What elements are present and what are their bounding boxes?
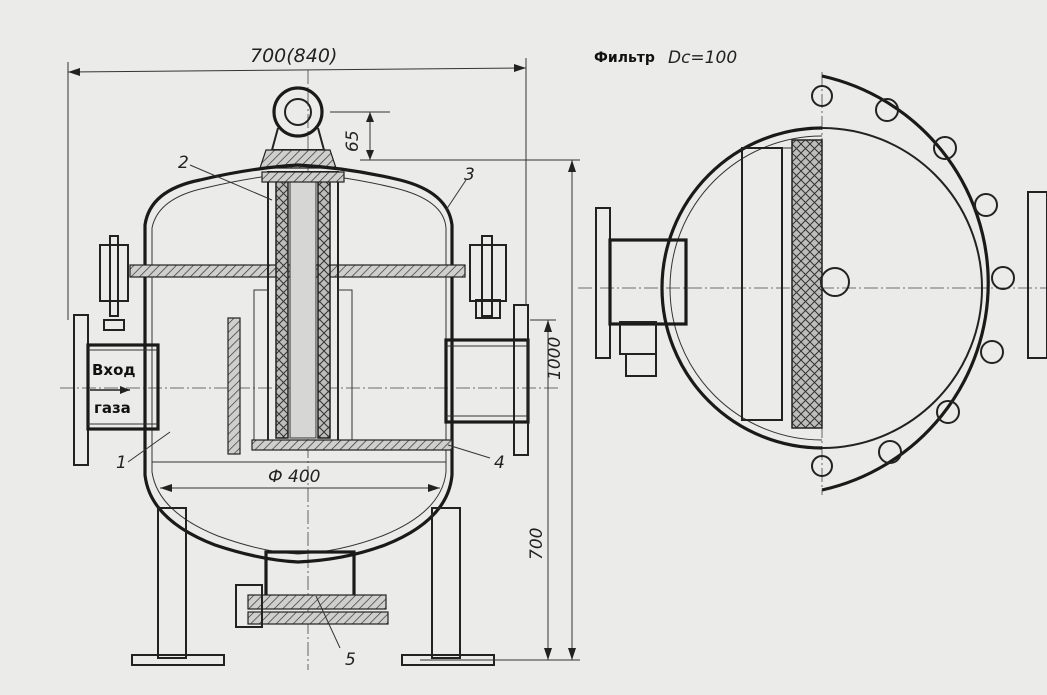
- inlet-nozzle: [73, 314, 160, 466]
- right-bolt: [469, 235, 507, 319]
- drain-nozzle: [235, 550, 389, 628]
- outlet-nozzle: [444, 304, 530, 456]
- lifting-eye: [259, 86, 337, 169]
- drawing-title-symbol: Dс=100: [668, 48, 737, 68]
- support-legs: [131, 507, 495, 666]
- inlet-label-line2: газа: [94, 399, 131, 417]
- callout-1: 1: [116, 453, 127, 473]
- dim-diameter: Ф 400: [268, 467, 321, 487]
- front-section-view: [60, 58, 580, 670]
- inlet-label-line1: Вход: [92, 361, 136, 379]
- dim-height-lower: 700: [527, 528, 547, 560]
- dim-overall-width: 700(840): [250, 45, 337, 67]
- dimension-lines: [67, 58, 580, 661]
- vessel-shell: [143, 163, 454, 270]
- flange-bolts: [811, 85, 1015, 477]
- callout-3: 3: [464, 165, 475, 185]
- callout-leaders: [127, 164, 491, 649]
- bottom-plate: [251, 439, 453, 451]
- top-view: [578, 72, 1047, 495]
- drawing-title: Фильтр: [594, 50, 655, 66]
- callout-4: 4: [494, 453, 505, 473]
- top-view-inlet: [595, 207, 688, 377]
- left-bolt: [99, 235, 129, 331]
- dim-height-total: 1000: [545, 337, 565, 380]
- baffle-plate: [227, 317, 241, 455]
- dim-top-offset: 65: [343, 130, 363, 152]
- callout-5: 5: [345, 650, 356, 670]
- filter-cartridge: [261, 171, 345, 443]
- callout-2: 2: [178, 153, 189, 173]
